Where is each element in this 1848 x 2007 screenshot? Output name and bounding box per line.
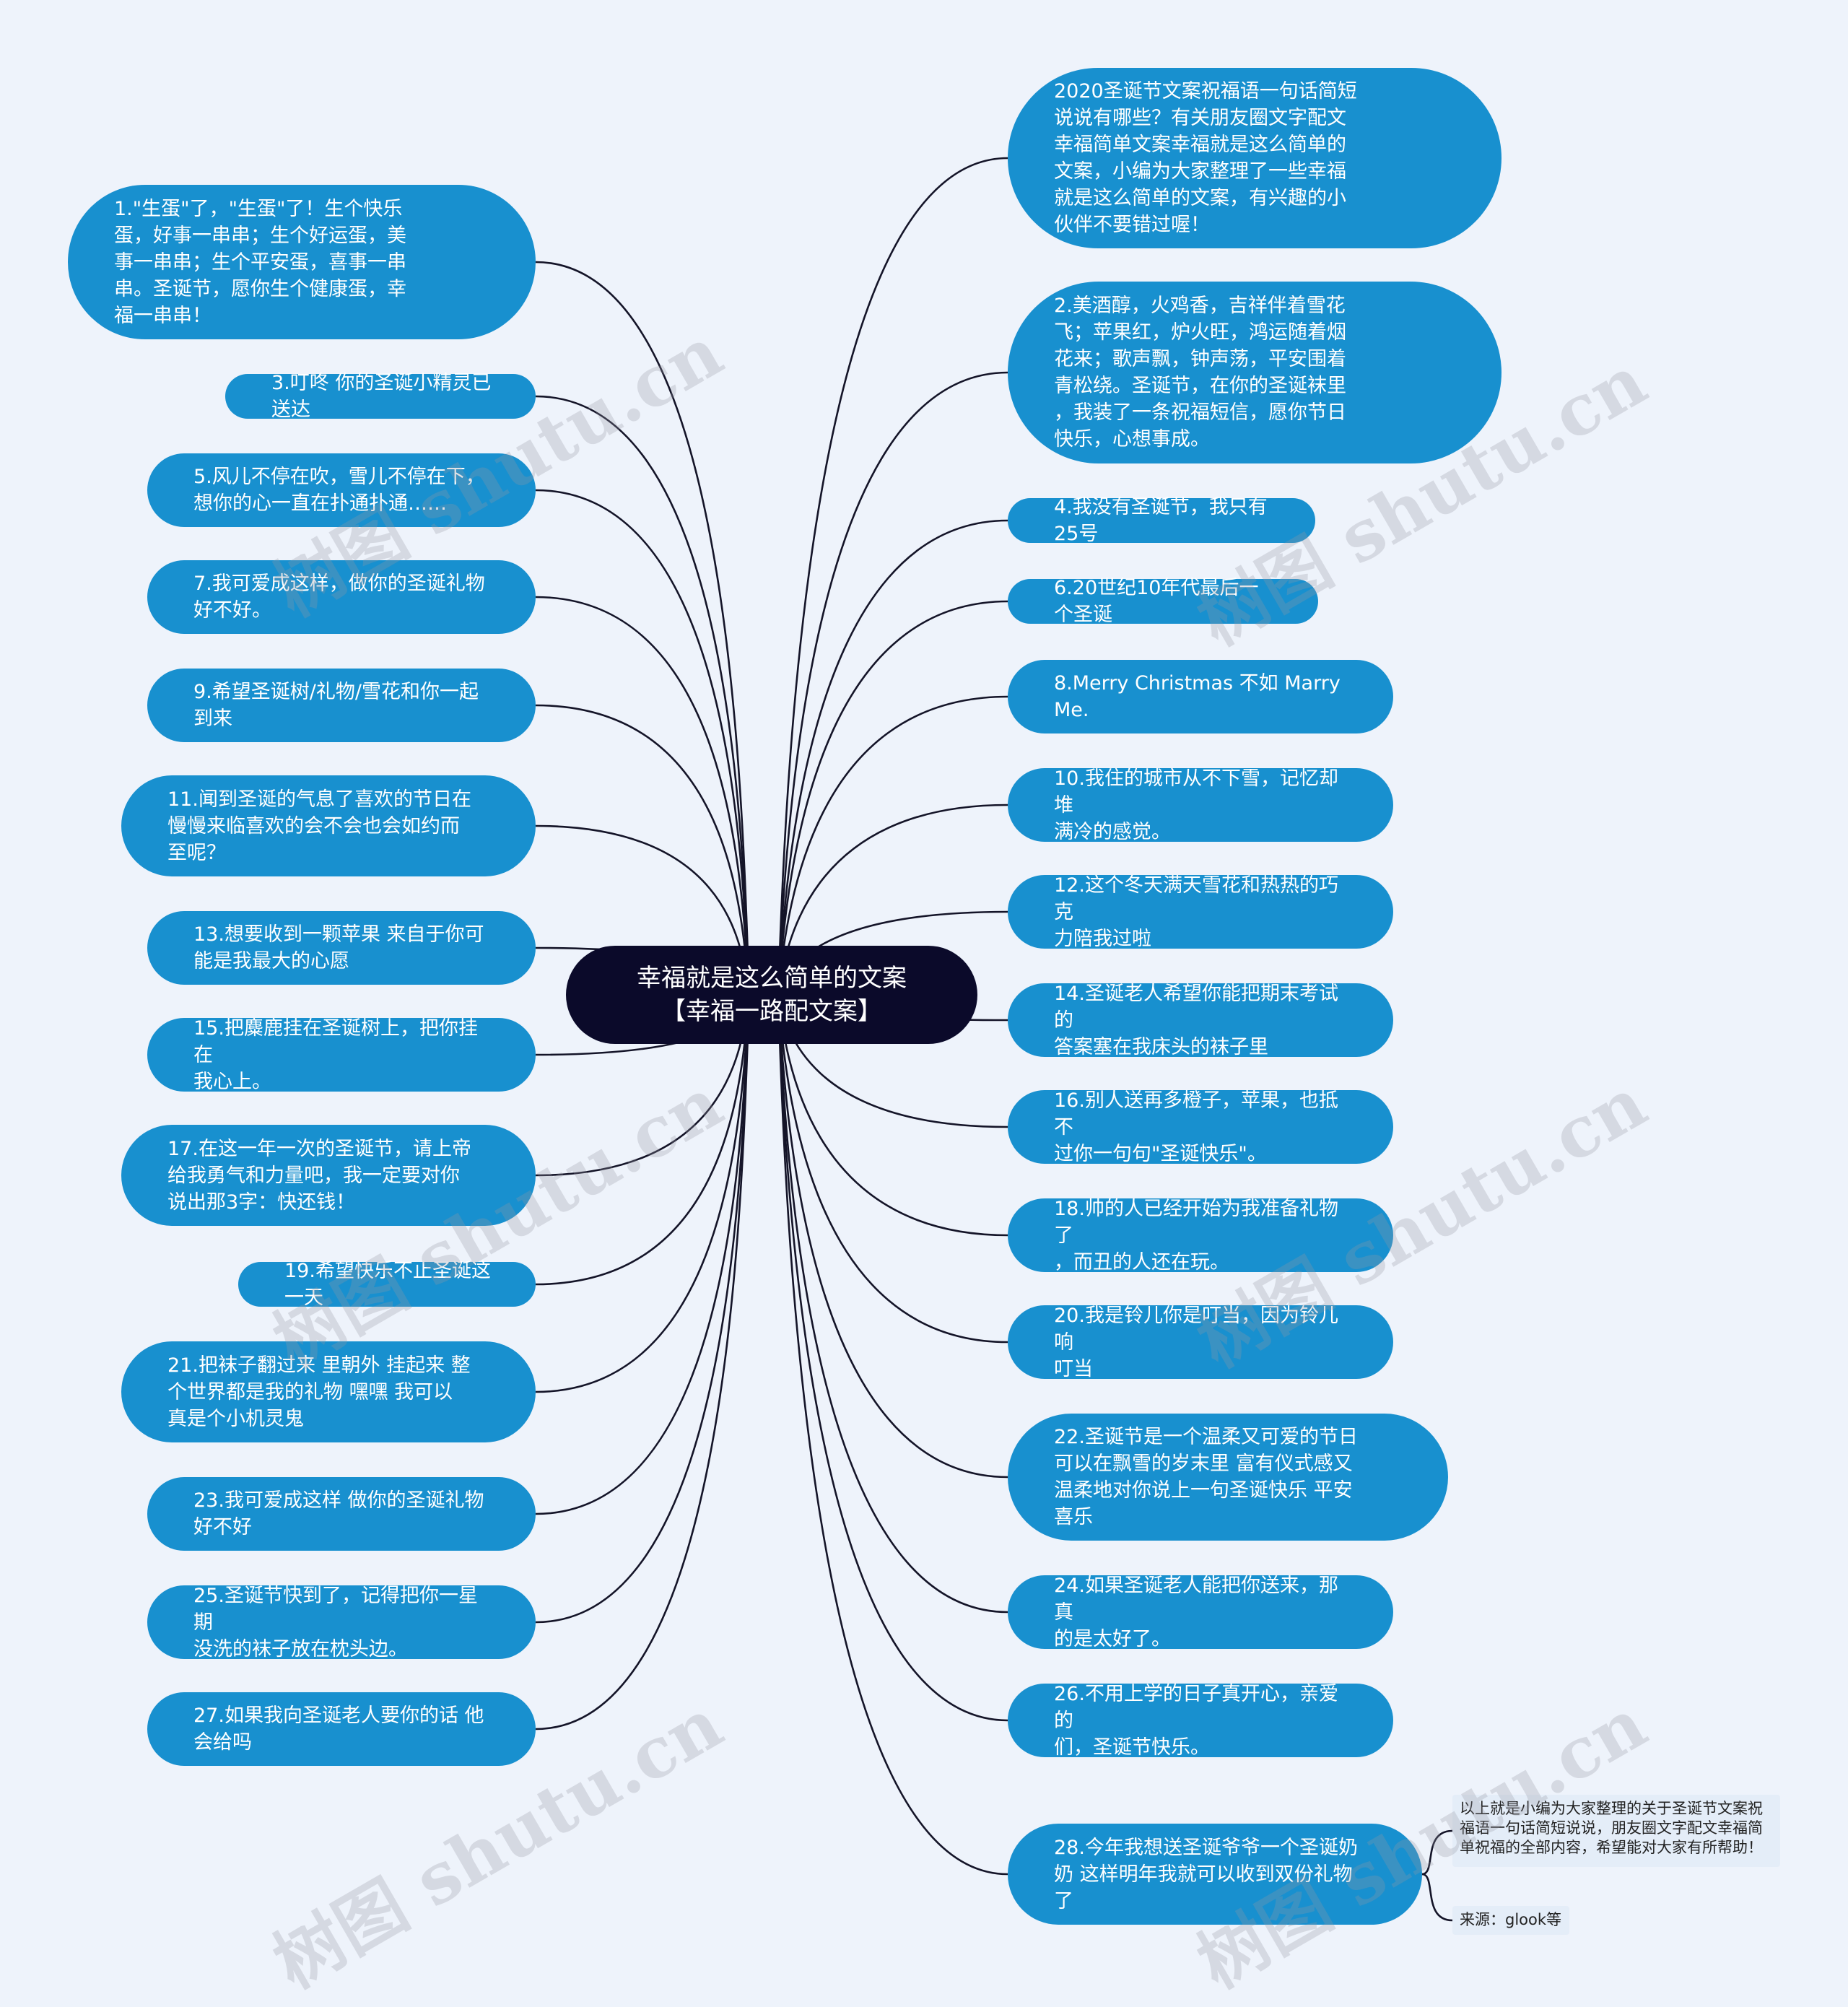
branch-text: 21.把袜子翻过来 里朝外 挂起来 整 个世界都是我的礼物 嘿嘿 我可以 真是个…	[167, 1354, 471, 1430]
branch-node-left[interactable]: 1."生蛋"了，"生蛋"了！生个快乐 蛋，好事一串串；生个好运蛋，美 事一串串；…	[68, 185, 536, 339]
connector-right	[777, 994, 1008, 1479]
branch-node-right[interactable]: 10.我住的城市从不下雪，记忆却堆 满冷的感觉。	[1008, 767, 1393, 843]
connector-right	[777, 600, 1008, 996]
branch-node-right[interactable]: 2.美酒醇，火鸡香，吉祥伴着雪花 飞；苹果红，炉火旺，鸿运随着烟 花来；歌声飘，…	[1008, 282, 1502, 463]
branch-text: 23.我可爱成这样 做你的圣诞礼物 好不好	[193, 1489, 484, 1538]
branch-node-left[interactable]: 5.风儿不停在吹，雪儿不停在下， 想你的心一直在扑通扑通……	[147, 453, 536, 527]
branch-text: 17.在这一年一次的圣诞节，请上帝 给我勇气和力量吧，我一定要对你 说出那3字：…	[167, 1137, 471, 1214]
branch-text: 1."生蛋"了，"生蛋"了！生个快乐 蛋，好事一串串；生个好运蛋，美 事一串串；…	[114, 197, 406, 327]
branch-node-right[interactable]: 26.不用上学的日子真开心，亲爱的 们，圣诞节快乐。	[1008, 1683, 1393, 1759]
branch-node-left[interactable]: 11.闻到圣诞的气息了喜欢的节日在 慢慢来临喜欢的会不会也会如约而 至呢？	[121, 775, 536, 876]
connector-left	[535, 994, 751, 1515]
branch-text: 16.别人送再多橙子，苹果，也抵不 过你一句句"圣诞快乐"。	[1054, 1089, 1338, 1165]
connector-left	[535, 489, 751, 996]
branch-node-right[interactable]: 18.帅的人已经开始为我准备礼物了 ，而丑的人还在玩。	[1008, 1198, 1393, 1274]
branch-node-right[interactable]: 2020圣诞节文案祝福语一句话简短 说说有哪些？有关朋友圈文字配文 幸福简单文案…	[1008, 68, 1502, 248]
branch-node-left[interactable]: 27.如果我向圣诞老人要你的话 他 会给吗	[147, 1692, 536, 1766]
source-note[interactable]: 来源：glook等	[1452, 1906, 1569, 1935]
branch-text: 14.圣诞老人希望你能把期末考试的 答案塞在我床头的袜子里	[1054, 982, 1338, 1058]
branch-node-right[interactable]: 16.别人送再多橙子，苹果，也抵不 过你一句句"圣诞快乐"。	[1008, 1089, 1393, 1165]
branch-text: 18.帅的人已经开始为我准备礼物了 ，而丑的人还在玩。	[1054, 1197, 1338, 1274]
branch-text: 28.今年我想送圣诞爷爷一个圣诞奶 奶 这样明年我就可以收到双份礼物 了	[1054, 1836, 1358, 1912]
branch-node-left[interactable]: 9.希望圣诞树/礼物/雪花和你一起 到来	[147, 669, 536, 742]
branch-node-left[interactable]: 25.圣诞节快到了，记得把你一星期 没洗的袜子放在枕头边。	[147, 1585, 536, 1660]
branch-text: 6.20世纪10年代最后一个圣诞	[1054, 577, 1259, 626]
branch-node-right[interactable]: 4.我没有圣诞节，我只有25号	[1008, 496, 1315, 545]
branch-text: 8.Merry Christmas 不如 Marry Me.	[1054, 672, 1341, 721]
branch-node-right[interactable]: 20.我是铃儿你是叮当，因为铃儿响 叮当	[1008, 1305, 1393, 1380]
connector-right	[777, 157, 1008, 996]
branch-text: 2020圣诞节文案祝福语一句话简短 说说有哪些？有关朋友圈文字配文 幸福简单文案…	[1054, 80, 1357, 236]
summary-note-text: 以上就是小编为大家整理的关于圣诞节文案祝 福语一句话简短说说，朋友圈文字配文幸福…	[1460, 1800, 1763, 1856]
connector-right	[777, 371, 1008, 996]
connector-left	[535, 994, 751, 1624]
connector-right	[777, 994, 1008, 1344]
branch-text: 24.如果圣诞老人能把你送来，那真 的是太好了。	[1054, 1574, 1338, 1650]
branch-text: 11.闻到圣诞的气息了喜欢的节日在 慢慢来临喜欢的会不会也会如约而 至呢？	[167, 788, 471, 864]
connector-left	[535, 994, 751, 1730]
branch-node-right[interactable]: 6.20世纪10年代最后一个圣诞	[1008, 577, 1318, 626]
connector-note	[1421, 1829, 1453, 1876]
connector-right	[777, 519, 1008, 996]
branch-node-left[interactable]: 3.叮咚 你的圣诞小精灵已送达	[225, 372, 536, 421]
branch-text: 9.希望圣诞树/礼物/雪花和你一起 到来	[193, 681, 479, 730]
central-topic-label: 幸福就是这么简单的文案 【幸福一路配文案】	[637, 964, 907, 1026]
connector-left	[535, 596, 751, 996]
central-topic[interactable]: 幸福就是这么简单的文案 【幸福一路配文案】	[566, 946, 977, 1044]
connector-note	[1421, 1873, 1453, 1922]
branch-node-right[interactable]: 24.如果圣诞老人能把你送来，那真 的是太好了。	[1008, 1575, 1393, 1650]
branch-node-left[interactable]: 7.我可爱成这样，做你的圣诞礼物 好不好。	[147, 560, 536, 634]
branch-text: 25.圣诞节快到了，记得把你一星期 没洗的袜子放在枕头边。	[193, 1584, 478, 1660]
branch-text: 7.我可爱成这样，做你的圣诞礼物 好不好。	[193, 573, 485, 622]
branch-node-right[interactable]: 12.这个冬天满天雪花和热热的巧克 力陪我过啦	[1008, 874, 1393, 950]
branch-node-left[interactable]: 21.把袜子翻过来 里朝外 挂起来 整 个世界都是我的礼物 嘿嘿 我可以 真是个…	[121, 1341, 536, 1442]
branch-text: 22.圣诞节是一个温柔又可爱的节日 可以在飘雪的岁末里 富有仪式感又 温柔地对你…	[1054, 1426, 1358, 1528]
branch-text: 20.我是铃儿你是叮当，因为铃儿响 叮当	[1054, 1304, 1338, 1380]
branch-node-right[interactable]: 8.Merry Christmas 不如 Marry Me.	[1008, 660, 1393, 733]
branch-text: 4.我没有圣诞节，我只有25号	[1054, 496, 1268, 545]
branch-node-right[interactable]: 22.圣诞节是一个温柔又可爱的节日 可以在飘雪的岁末里 富有仪式感又 温柔地对你…	[1008, 1414, 1448, 1541]
branch-text: 3.叮咚 你的圣诞小精灵已送达	[271, 372, 492, 421]
connector-right	[777, 994, 1008, 1722]
connector-right	[777, 994, 1008, 1876]
source-note-text: 来源：glook等	[1460, 1911, 1562, 1928]
summary-note[interactable]: 以上就是小编为大家整理的关于圣诞节文案祝 福语一句话简短说说，朋友圈文字配文幸福…	[1452, 1795, 1780, 1867]
branch-text: 26.不用上学的日子真开心，亲爱的 们，圣诞节快乐。	[1054, 1682, 1338, 1759]
connector-left	[535, 395, 751, 996]
branch-node-right[interactable]: 28.今年我想送圣诞爷爷一个圣诞奶 奶 这样明年我就可以收到双份礼物 了	[1008, 1824, 1422, 1925]
branch-node-left[interactable]: 13.想要收到一颗苹果 来自于你可 能是我最大的心愿	[147, 911, 536, 985]
branch-text: 19.希望快乐不止圣诞这一天	[284, 1260, 491, 1309]
branch-node-left[interactable]: 23.我可爱成这样 做你的圣诞礼物 好不好	[147, 1477, 536, 1551]
branch-text: 10.我住的城市从不下雪，记忆却堆 满冷的感觉。	[1054, 767, 1338, 843]
branch-text: 27.如果我向圣诞老人要你的话 他 会给吗	[193, 1705, 484, 1754]
branch-node-right[interactable]: 14.圣诞老人希望你能把期末考试的 答案塞在我床头的袜子里	[1008, 983, 1393, 1058]
branch-text: 2.美酒醇，火鸡香，吉祥伴着雪花 飞；苹果红，炉火旺，鸿运随着烟 花来；歌声飘，…	[1054, 295, 1346, 450]
branch-text: 13.想要收到一颗苹果 来自于你可 能是我最大的心愿	[193, 923, 484, 972]
branch-text: 5.风儿不停在吹，雪儿不停在下， 想你的心一直在扑通扑通……	[193, 466, 485, 515]
connector-left	[535, 261, 751, 996]
branch-node-left[interactable]: 19.希望快乐不止圣诞这一天	[238, 1260, 536, 1309]
branch-node-left[interactable]: 17.在这一年一次的圣诞节，请上帝 给我勇气和力量吧，我一定要对你 说出那3字：…	[121, 1125, 536, 1226]
branch-node-left[interactable]: 15.把麋鹿挂在圣诞树上，把你挂在 我心上。	[147, 1016, 536, 1093]
branch-text: 12.这个冬天满天雪花和热热的巧克 力陪我过啦	[1054, 874, 1338, 950]
branch-text: 15.把麋鹿挂在圣诞树上，把你挂在 我心上。	[193, 1016, 478, 1093]
